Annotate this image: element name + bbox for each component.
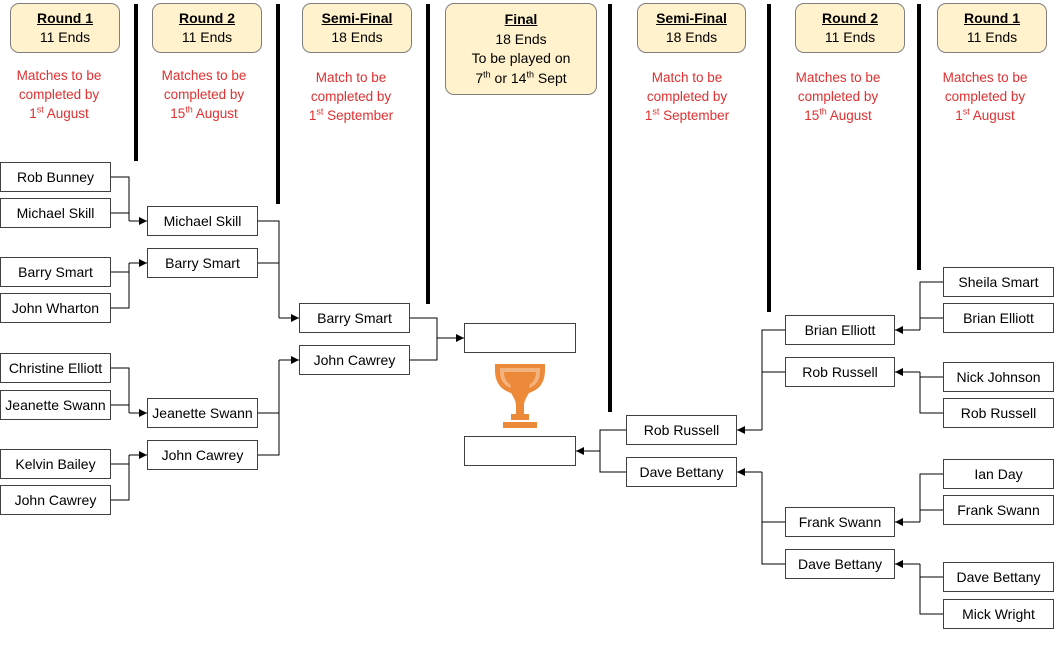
left-r1-player-2: Michael Skill [0, 198, 111, 228]
header-title: Round 2 [822, 10, 878, 26]
header-left-semi: Semi-Final 18 Ends [302, 3, 412, 53]
left-r1-player-6: Jeanette Swann [0, 390, 111, 420]
left-r1-player-4: John Wharton [0, 293, 111, 323]
right-r1-player-5: Ian Day [943, 459, 1054, 489]
right-r2-player-3: Frank Swann [785, 507, 895, 537]
right-r2-player-2: Rob Russell [785, 357, 895, 387]
header-title: Round 1 [37, 10, 93, 26]
final-dates: 7th or 14th Sept [475, 68, 567, 86]
final-schedule-line: To be played on [471, 50, 571, 66]
left-r2-player-4: John Cawrey [147, 440, 258, 470]
right-sf-player-1: Rob Russell [626, 415, 737, 445]
divider-left-round1 [134, 4, 138, 161]
right-r2-player-1: Brian Elliott [785, 315, 895, 345]
right-r1-player-8: Mick Wright [943, 599, 1054, 629]
right-r1-player-3: Nick Johnson [943, 362, 1054, 392]
header-sub: 11 Ends [181, 29, 233, 45]
left-r1-player-8: John Cawrey [0, 485, 111, 515]
header-right-semi: Semi-Final 18 Ends [637, 3, 746, 53]
divider-left-semi [426, 4, 430, 304]
left-sf-player-2: John Cawrey [299, 345, 410, 375]
header-sub: 18 Ends [665, 29, 718, 45]
header-right-round1: Round 1 11 Ends [937, 3, 1047, 53]
header-sub: 18 Ends [495, 30, 547, 47]
header-sub: 18 Ends [331, 29, 383, 45]
header-left-round2: Round 2 11 Ends [152, 3, 262, 53]
left-r2-player-2: Barry Smart [147, 248, 258, 278]
trophy-icon [495, 364, 545, 428]
header-sub: 11 Ends [39, 29, 91, 45]
left-r1-player-5: Christine Elliott [0, 353, 111, 383]
header-sub: 11 Ends [966, 29, 1018, 45]
divider-right-round2 [917, 4, 921, 270]
right-r1-player-6: Frank Swann [943, 495, 1054, 525]
right-r1-player-4: Rob Russell [943, 398, 1054, 428]
final-slot-bottom [464, 436, 576, 466]
final-slot-top [464, 323, 576, 353]
header-right-round2: Round 2 11 Ends [795, 3, 905, 53]
header-title: Round 2 [179, 10, 235, 26]
left-r2-player-3: Jeanette Swann [147, 398, 258, 428]
right-r1-player-2: Brian Elliott [943, 303, 1054, 333]
right-r1-player-7: Dave Bettany [943, 562, 1054, 592]
left-r1-player-3: Barry Smart [0, 257, 111, 287]
divider-final [608, 4, 612, 412]
divider-left-round2 [276, 4, 280, 204]
right-sf-player-2: Dave Bettany [626, 457, 737, 487]
left-r1-player-1: Rob Bunney [0, 162, 111, 192]
header-title: Semi-Final [321, 10, 393, 26]
header-left-round1: Round 1 11 Ends [10, 3, 120, 53]
header-final: Final 18 Ends To be played on 7th or 14t… [445, 3, 597, 95]
right-r1-player-1: Sheila Smart [943, 267, 1054, 297]
header-title: Final [504, 11, 538, 27]
right-r2-player-4: Dave Bettany [785, 549, 895, 579]
left-sf-player-1: Barry Smart [299, 303, 410, 333]
divider-right-semi [767, 4, 771, 312]
header-title: Round 1 [964, 10, 1020, 26]
left-r1-player-7: Kelvin Bailey [0, 449, 111, 479]
left-r2-player-1: Michael Skill [147, 206, 258, 236]
header-sub: 11 Ends [824, 29, 876, 45]
header-title: Semi-Final [656, 10, 727, 26]
